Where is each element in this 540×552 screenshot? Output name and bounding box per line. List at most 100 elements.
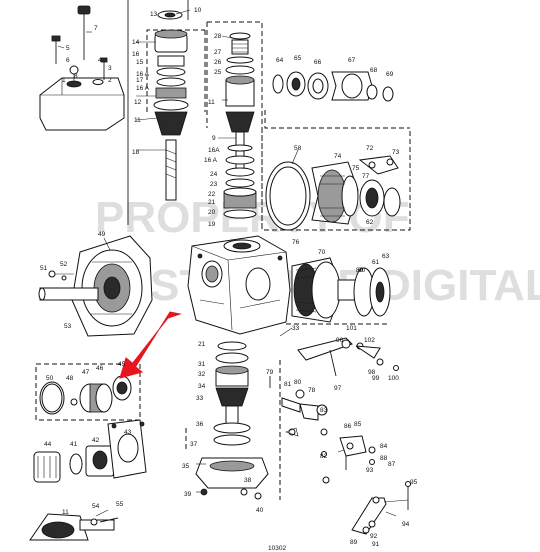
callout-label: 33: [196, 395, 204, 402]
output-flange-parts: [264, 71, 410, 129]
callout-label: 100: [388, 375, 399, 382]
callout-label: 76: [292, 239, 300, 246]
callout-label: 54: [92, 503, 100, 510]
callout-label: 14: [132, 39, 140, 46]
callout-label: 55: [116, 501, 124, 508]
callout-label: 39: [184, 491, 192, 498]
callout-label: 62: [366, 219, 374, 226]
cover-plate-assembly: [39, 5, 125, 131]
callout-label: 36: [196, 421, 204, 428]
callout-label: 86: [344, 423, 352, 430]
main-housing: [187, 235, 291, 335]
callout-label: 28: [214, 33, 222, 40]
callout-label: 69: [386, 71, 394, 78]
callout-label: 79: [266, 369, 274, 376]
callout-label: 52: [60, 261, 68, 268]
callout-label: 70: [318, 249, 326, 256]
callout-label: 63: [382, 253, 390, 260]
callout-label: 58: [294, 145, 302, 152]
callout-label: 24: [210, 171, 218, 178]
callout-label: 64: [276, 57, 284, 64]
callout-label: 21: [198, 341, 206, 348]
callout-label: 77: [362, 173, 370, 180]
callout-label: 93: [366, 467, 374, 474]
callout-label: 81: [284, 381, 292, 388]
callout-label: 60: [358, 267, 366, 274]
callout-label: 31: [198, 361, 206, 368]
callout-label: 61: [372, 259, 380, 266]
callout-label: 23: [210, 181, 218, 188]
callout-label: 65: [294, 55, 302, 62]
callout-label: 47: [82, 369, 90, 376]
callout-label: 87: [388, 461, 396, 468]
callout-label: 49: [98, 231, 106, 238]
callout-label: 19: [208, 221, 216, 228]
callout-label: 101: [346, 325, 357, 332]
differential-assembly: [286, 257, 391, 325]
input-shaft-stack: [146, 10, 206, 201]
callout-label: 15: [136, 59, 144, 66]
callout-label: 50: [46, 375, 54, 382]
callout-label: 42: [92, 437, 100, 444]
callout-labels: 10 7 5 6 4 3 1 2 13 14 16 15 16 A 12 16 …: [40, 7, 418, 548]
callout-label: 88: [380, 455, 388, 462]
callout-label: 1: [62, 77, 66, 84]
callout-label: 12: [134, 99, 142, 106]
callout-label: 38: [244, 477, 252, 484]
callout-label: 11: [134, 117, 141, 124]
callout-label: 11: [208, 99, 215, 106]
callout-label: 16 A: [204, 157, 218, 164]
callout-label: 99: [372, 375, 380, 382]
callout-label: 21: [208, 199, 216, 206]
callout-label: 20: [208, 209, 216, 216]
highlight-arrow: [119, 311, 182, 379]
callout-label: 84: [380, 443, 388, 450]
side-pinion-housing: [261, 128, 411, 231]
callout-label: 10: [194, 7, 202, 14]
callout-label: 53: [64, 323, 72, 330]
callout-label: 43: [124, 429, 132, 436]
callout-label: 40: [256, 507, 264, 514]
callout-label: 98: [368, 369, 376, 376]
callout-label: 13: [150, 11, 158, 18]
callout-label: 96: [336, 337, 344, 344]
sheet-frame: [127, 0, 189, 225]
callout-label: 3: [108, 65, 112, 72]
drawing-number: 10302: [268, 545, 286, 552]
callout-label: 2: [108, 77, 112, 84]
callout-label: 80: [356, 267, 364, 274]
arrow-shape: [119, 311, 182, 379]
callout-label: 95: [410, 479, 418, 486]
callout-label: 102: [364, 337, 375, 344]
callout-label: 73: [392, 149, 400, 156]
callout-label: 6: [66, 57, 70, 64]
pinion-stack-upper: [206, 21, 263, 230]
callout-label: 26: [214, 59, 222, 66]
callout-label: 18: [132, 149, 140, 156]
callout-label: 35: [182, 463, 190, 470]
bearing-group: [33, 419, 147, 483]
callout-label: 97: [334, 385, 342, 392]
leader-lines: [57, 9, 397, 517]
callout-label: 25: [214, 69, 222, 76]
callout-label: 82: [320, 453, 328, 460]
callout-label: 32: [198, 371, 206, 378]
callout-label: 16 A: [136, 85, 150, 92]
callout-label: 34: [198, 383, 206, 390]
callout-label: 89: [350, 539, 358, 546]
callout-label: 7: [94, 25, 98, 32]
pinion-stack-lower: [185, 341, 281, 500]
callout-label: 17: [136, 77, 144, 84]
callout-label: 22: [208, 191, 216, 198]
shift-linkage: [269, 337, 411, 535]
callout-label: 27: [214, 49, 222, 56]
callout-label: 51: [40, 265, 48, 272]
callout-label: 11: [62, 509, 69, 516]
callout-label: 94: [402, 521, 410, 528]
lower-left-shaft: [29, 513, 119, 541]
callout-label: 4: [98, 57, 102, 64]
callout-label: 72: [366, 145, 374, 152]
callout-label: 68: [370, 67, 378, 74]
